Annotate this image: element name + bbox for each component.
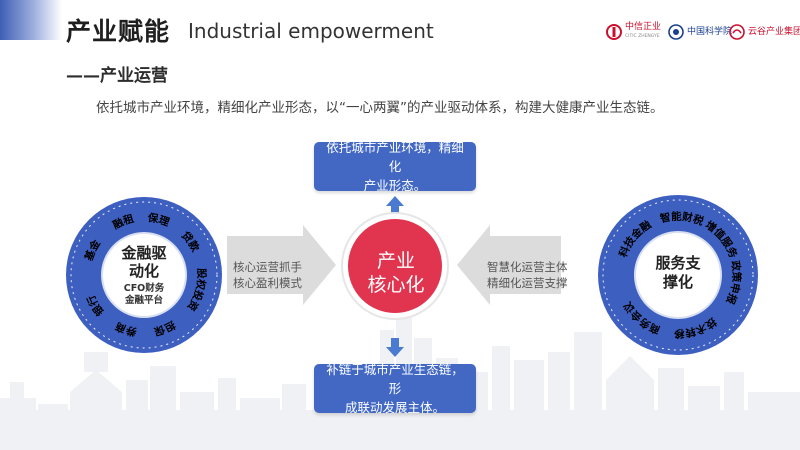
- page-title-english: Industrial empowerment: [188, 19, 434, 43]
- arrow-down-icon: [386, 338, 404, 357]
- left-ring-sub-line-1: CFO财务: [123, 283, 165, 294]
- yungu-logo-icon: [729, 24, 745, 40]
- bottom-box-line-2: 成联动发展主体。: [344, 400, 445, 415]
- center-circle: [348, 219, 442, 313]
- citic-logo-icon: [606, 24, 622, 40]
- left-ring-center: [101, 232, 187, 318]
- logo-text: 中国科学院: [687, 27, 733, 37]
- logo-text: 中信正业: [625, 22, 662, 32]
- arrow-up-icon: [386, 196, 404, 215]
- left-ring-subtitle: CFO财务 金融平台: [105, 283, 183, 307]
- page-title: 产业赋能: [66, 17, 171, 46]
- right-ring-title: 服务支 撑化: [640, 254, 716, 292]
- logo-yungu: 云谷产业集团: [729, 20, 800, 44]
- top-info-box: 依托城市产业环境，精细化产业形态。: [314, 140, 476, 193]
- top-box-line-2: 产业形态。: [363, 178, 427, 193]
- right-gray-arrow: [457, 225, 561, 305]
- right-ring-dots: [602, 199, 754, 351]
- corner-accent: [0, 0, 62, 40]
- left-gray-arrow: [227, 225, 336, 305]
- logo-citic-zhengye: 中信正业 CITIC ZHENGYE: [606, 20, 661, 44]
- logo-cas: 中国科学院: [668, 20, 732, 44]
- cas-logo-icon: [668, 24, 684, 40]
- logo-subtext: CITIC ZHENGYE: [625, 34, 660, 39]
- left-ring-sub-line-2: 金融平台: [124, 295, 163, 306]
- right-arrow-text: 智慧化运营主体 精细化运营支撑: [487, 259, 568, 291]
- center-line-1: 产业: [376, 250, 415, 272]
- left-ring-title: 金融驱 动化: [105, 244, 183, 280]
- left-arrow-line-1: 核心运营抓手: [233, 260, 302, 274]
- right-arrow-line-2: 精细化运营支撑: [487, 276, 568, 290]
- intro-text: 依托城市产业环境，精细化产业形态，以“一心两翼”的产业驱动体系，构建大健康产业生…: [96, 100, 664, 116]
- left-ring-dots: [70, 201, 218, 349]
- bottom-box-line-1: 补链于城市产业生态链，形: [326, 362, 464, 396]
- left-arrow-line-2: 核心盈利模式: [233, 276, 302, 290]
- right-arrow-line-1: 智慧化运营主体: [487, 260, 568, 274]
- right-ring-center: [634, 231, 722, 319]
- center-label: 产业 核心化: [346, 249, 446, 297]
- left-ring-title-line-2: 动化: [128, 262, 159, 280]
- logo-text: 云谷产业集团: [748, 27, 800, 37]
- left-arrow-text: 核心运营抓手 核心盈利模式: [233, 259, 302, 291]
- right-ring-title-line-2: 撑化: [662, 273, 693, 291]
- center-line-2: 核心化: [367, 274, 425, 296]
- section-subtitle: ——产业运营: [66, 66, 168, 86]
- top-box-line-1: 依托城市产业环境，精细化: [326, 140, 464, 174]
- right-ring-title-line-1: 服务支: [655, 254, 701, 272]
- bottom-info-box: 补链于城市产业生态链，形成联动发展主体。: [314, 362, 476, 415]
- left-ring-title-line-1: 金融驱: [121, 244, 167, 262]
